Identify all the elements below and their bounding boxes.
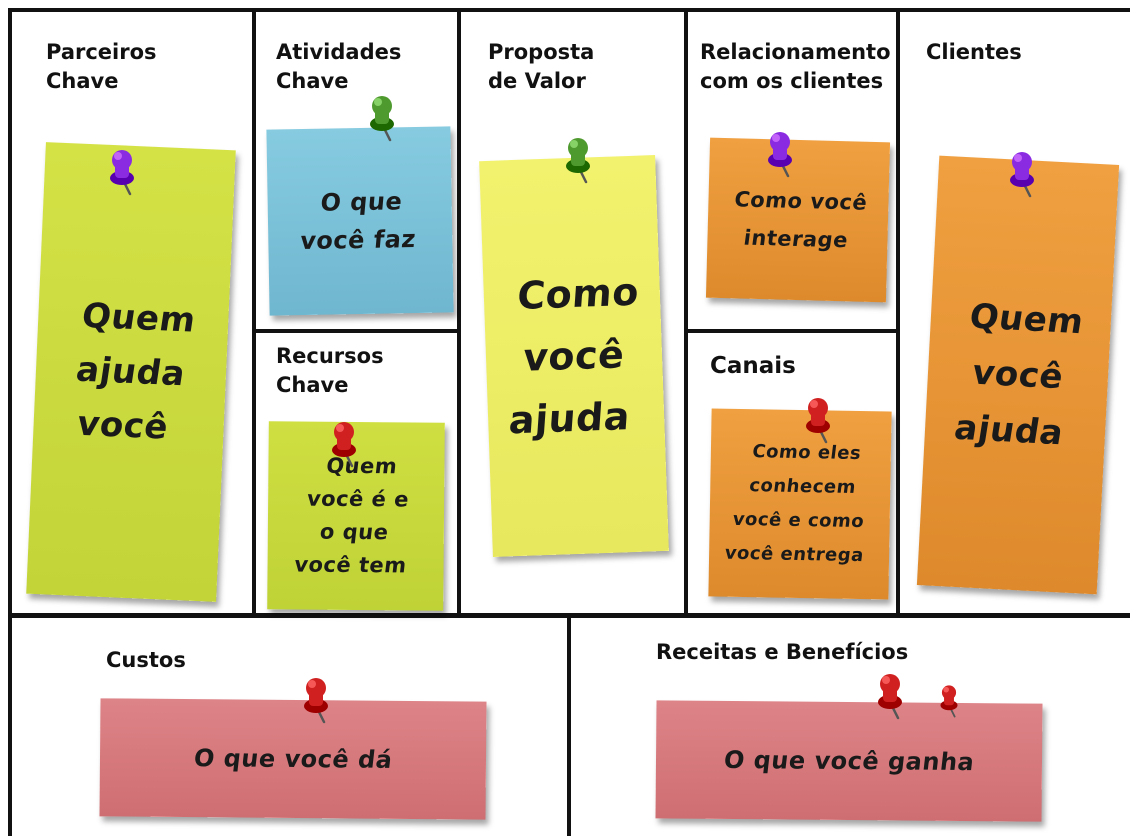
- block-title: Receitas e Benefícios: [656, 640, 909, 664]
- divider-h-right: [686, 329, 898, 333]
- pushpin-icon: [1010, 152, 1034, 198]
- block-title: Parceiros Chave: [46, 40, 157, 93]
- pushpin-icon: [110, 150, 134, 196]
- divider-v-3: [684, 8, 688, 616]
- sticky-note: Como você ajuda: [479, 155, 669, 557]
- note-text: Quem ajuda você: [73, 295, 199, 448]
- note-text: O que você dá: [192, 744, 394, 774]
- sticky-note: Quem você ajuda: [916, 155, 1120, 595]
- note-text: Como você interage: [732, 187, 869, 253]
- block-title: Proposta de Valor: [488, 40, 595, 93]
- note-text: Como eles conhecem você e como você entr…: [723, 441, 865, 567]
- pushpin-icon: [806, 398, 830, 444]
- note-text: Quem você é e o que você tem: [292, 453, 411, 578]
- sticky-note: O que você faz: [266, 126, 454, 316]
- block-title: Custos: [106, 648, 186, 672]
- pushpin-icon: [940, 685, 958, 718]
- note-text: O que você faz: [299, 187, 418, 256]
- pushpin-icon: [332, 422, 356, 468]
- block-title: Atividades Chave: [276, 40, 402, 93]
- divider-h-left: [254, 329, 459, 333]
- block-title: Recursos Chave: [276, 344, 384, 397]
- pushpin-icon: [878, 674, 902, 720]
- divider-v-bottom: [567, 615, 571, 836]
- sticky-note: Quem ajuda você: [26, 142, 236, 602]
- note-text: Quem você ajuda: [951, 296, 1087, 454]
- pushpin-icon: [304, 678, 328, 724]
- divider-v-2: [457, 8, 461, 616]
- pushpin-icon: [566, 138, 590, 184]
- sticky-note: O que você ganha: [655, 700, 1043, 822]
- block-title: Canais: [710, 353, 796, 379]
- note-text: Como você ajuda: [507, 269, 641, 443]
- divider-v-1: [252, 8, 256, 616]
- pushpin-icon: [370, 96, 394, 142]
- block-title: Clientes: [926, 40, 1022, 64]
- divider-v-4: [896, 8, 900, 616]
- note-text: O que você ganha: [722, 745, 976, 777]
- pushpin-icon: [768, 132, 792, 178]
- sticky-note: O que você dá: [99, 698, 487, 820]
- border-top: [8, 8, 1130, 12]
- border-left: [8, 8, 12, 836]
- block-title: Relacionamento com os clientes: [700, 40, 891, 93]
